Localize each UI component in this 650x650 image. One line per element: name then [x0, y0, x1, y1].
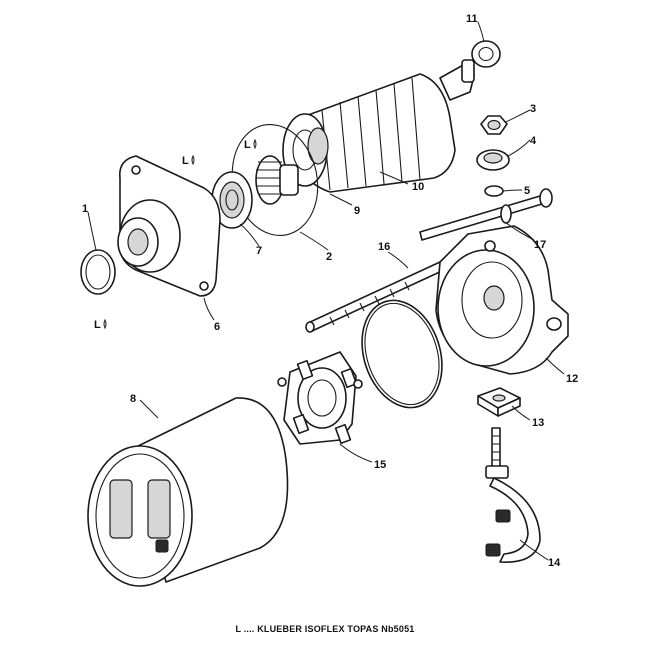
- part-8-field-frame: [87, 397, 289, 587]
- lube-mark-label: L: [182, 155, 189, 167]
- callout-15: 15: [374, 459, 386, 471]
- part-17-bolt: [419, 188, 553, 241]
- lube-marker-2: L: [244, 138, 257, 151]
- part-2-gasket-lower: [361, 299, 443, 409]
- callout-3: 3: [530, 103, 536, 115]
- callout-6: 6: [214, 321, 220, 333]
- callout-10: 10: [412, 181, 424, 193]
- callout-1: 1: [82, 203, 88, 215]
- callout-14: 14: [548, 557, 561, 569]
- lube-mark-label: L: [94, 319, 101, 331]
- part-12-end-housing: [435, 225, 569, 375]
- part-3-nut: [480, 115, 508, 135]
- part-14-terminal: [485, 427, 541, 563]
- callout-17: 17: [534, 239, 546, 251]
- callout-11: 11: [466, 13, 478, 25]
- part-11-washer: [471, 40, 501, 68]
- part-7-bearing: [211, 171, 253, 229]
- lube-mark-label: L: [244, 139, 251, 151]
- part-13-square-nut: [477, 387, 521, 417]
- part-15-brush-plate: [277, 351, 363, 445]
- lubricant-legend-note: L .... KLUEBER ISOFLEX TOPAS Nb5051: [235, 624, 415, 634]
- part-6-drive-housing: [117, 155, 221, 297]
- callout-16: 16: [378, 241, 390, 253]
- part-5-oring: [484, 185, 504, 197]
- part-10-armature: [282, 59, 475, 193]
- callout-5: 5: [524, 185, 530, 197]
- lube-marker-1: L: [182, 154, 195, 167]
- callout-numbers: 11 3 4 5 17 10 9 2 7 16 1 6 8 12 13 15 1…: [82, 13, 578, 569]
- part-4-seal: [476, 149, 510, 171]
- lube-marker-3: L: [94, 318, 107, 331]
- callout-4: 4: [530, 135, 537, 147]
- part-1-oring: [80, 249, 116, 295]
- callout-13: 13: [532, 417, 544, 429]
- callout-2: 2: [326, 251, 332, 263]
- part-9-pinion: [255, 155, 299, 205]
- callout-8: 8: [130, 393, 136, 405]
- callout-7: 7: [256, 245, 262, 257]
- leader-lines: [87, 21, 565, 561]
- callout-12: 12: [566, 373, 578, 385]
- callout-9: 9: [354, 205, 360, 217]
